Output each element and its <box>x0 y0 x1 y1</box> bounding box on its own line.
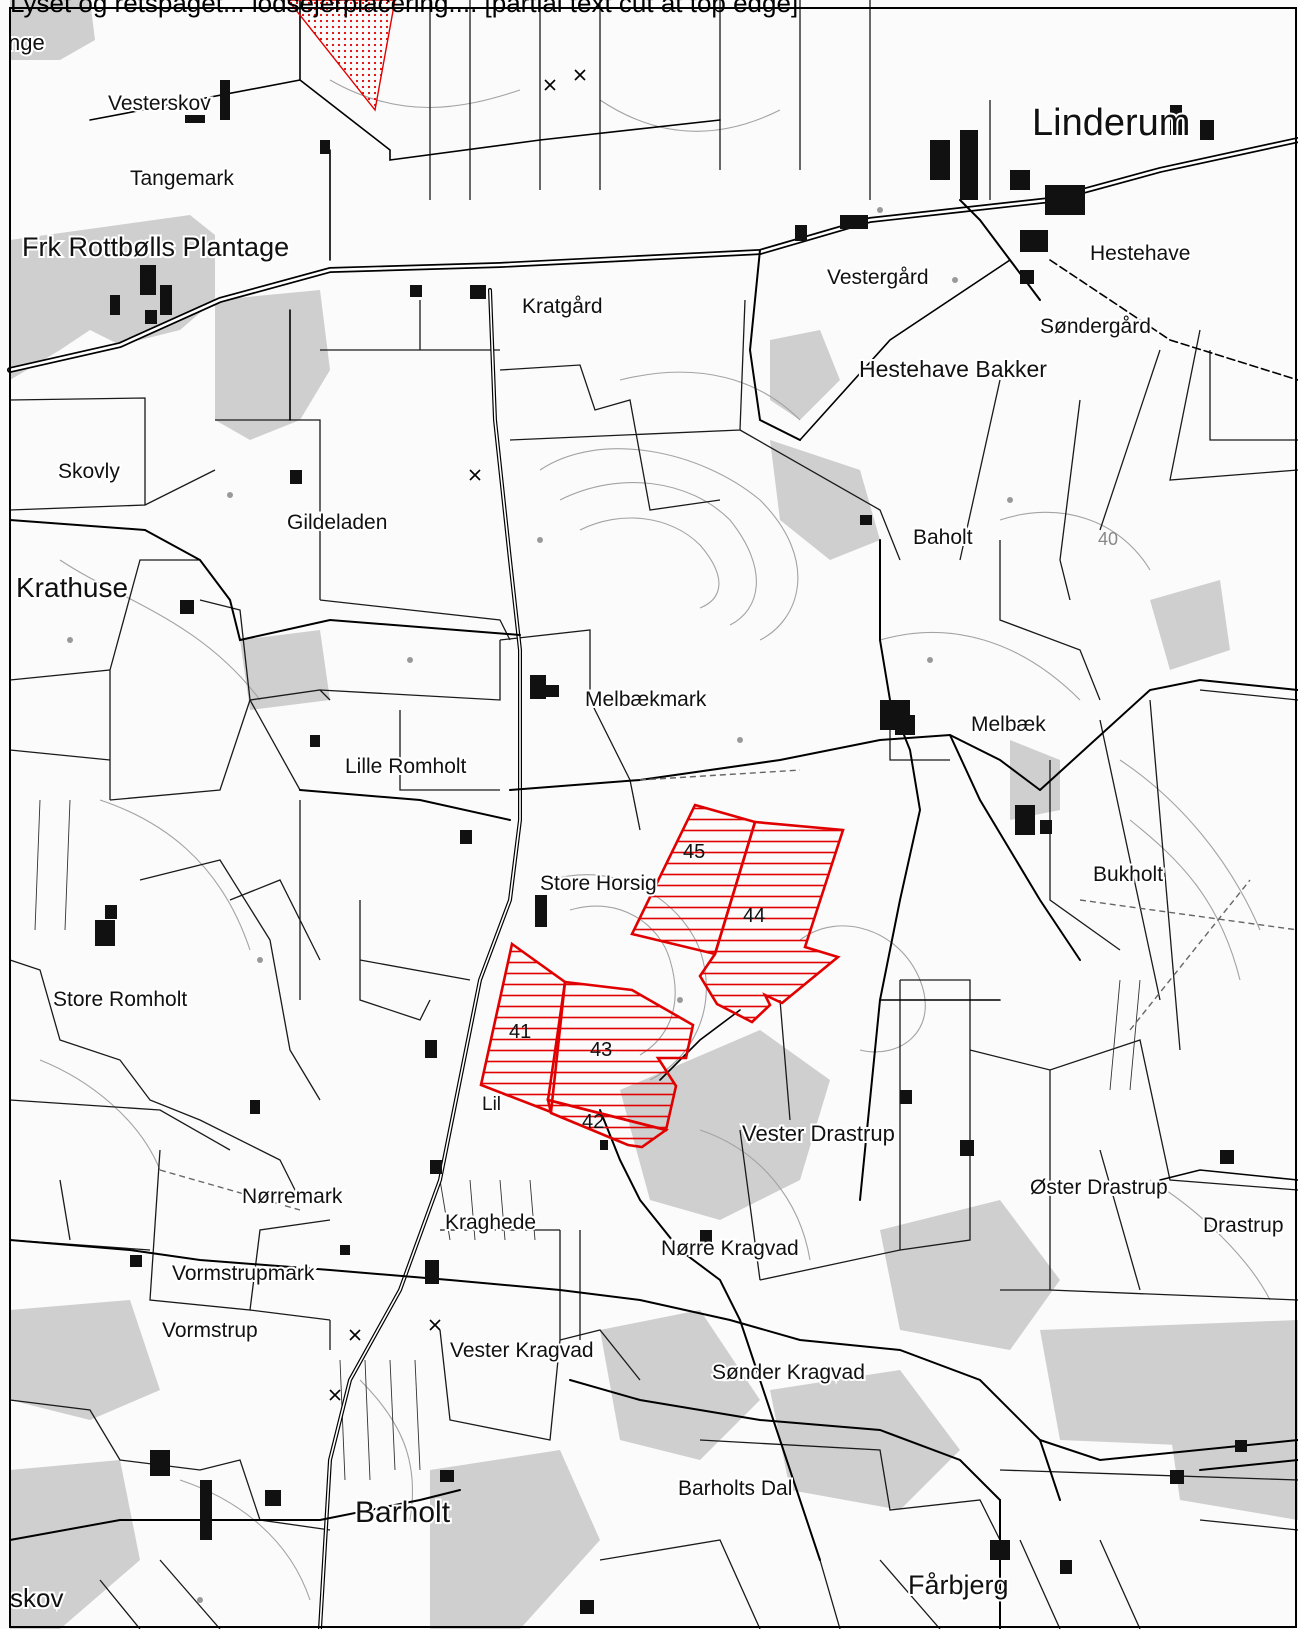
place-label-vormstrupmark: Vormstrupmark <box>172 1262 315 1285</box>
forest-area <box>770 1370 960 1510</box>
strip-field-lines <box>34 799 1141 1481</box>
place-label-skovly: Skovly <box>58 460 120 483</box>
field-boundaries <box>9 0 1298 1629</box>
place-label-bukholt: Bukholt <box>1093 863 1163 886</box>
place-label-vester-kragvad: Vester Kragvad <box>450 1339 594 1362</box>
parcel-44[interactable] <box>698 820 845 1024</box>
place-label-frk-rottbolls: Frk Rottbølls Plantage <box>22 232 289 262</box>
place-label-store-romholt: Store Romholt <box>53 988 187 1011</box>
parcel-label-41: 41 <box>509 1021 531 1043</box>
forest-area <box>620 1030 830 1220</box>
forest-area <box>1010 740 1060 820</box>
place-label-tangemark: Tangemark <box>130 167 234 190</box>
place-labels: nge Vesterskov Tangemark Linderum Frk Ro… <box>6 28 1286 1615</box>
buildings <box>95 80 1247 1614</box>
forest-areas <box>10 0 1298 1629</box>
place-label-hestehave-bakker: Hestehave Bakker <box>859 356 1047 382</box>
forest-area <box>600 1310 760 1460</box>
cross-markers <box>329 69 586 1401</box>
forest-area <box>10 1460 140 1629</box>
forest-area <box>10 1300 160 1420</box>
place-label-melbaek: Melbæk <box>971 713 1046 736</box>
parcels <box>479 803 845 1149</box>
parcel-label-43: 43 <box>590 1039 612 1061</box>
point-markers <box>67 207 1013 1603</box>
place-label-store-horsig: Store Horsig <box>540 872 657 895</box>
place-label-linderum: Linderum <box>1032 102 1190 144</box>
contour-lines <box>39 79 1271 1601</box>
north-south-road-inner <box>319 289 521 1629</box>
forest-area <box>215 290 330 440</box>
forest-area <box>880 1200 1060 1350</box>
forest-area <box>770 440 880 560</box>
forest-area <box>240 630 330 710</box>
dashed-paths <box>159 769 1298 1211</box>
place-label-nge: nge <box>8 30 45 55</box>
forest-area <box>1150 580 1230 670</box>
forest-area <box>430 1450 600 1629</box>
place-label-barholt: Barholt <box>355 1496 451 1529</box>
place-label-vestergard: Vestergård <box>827 266 929 289</box>
place-label-kratgard: Kratgård <box>522 295 603 318</box>
parcel-label-45: 45 <box>683 841 705 863</box>
place-label-sondergard: Søndergård <box>1040 315 1151 338</box>
parcel-label-42: 42 <box>582 1111 604 1133</box>
place-label-baholt: Baholt <box>913 526 973 549</box>
parcel-label-44: 44 <box>743 905 765 927</box>
place-label-krathuse: Krathuse <box>16 572 128 603</box>
place-label-sonder-kragvad: Sønder Kragvad <box>712 1361 865 1384</box>
parcel-42[interactable] <box>546 1098 670 1149</box>
place-label-norremark: Nørremark <box>242 1185 343 1208</box>
forest-area <box>770 330 840 420</box>
place-label-vester-drastrup: Vester Drastrup <box>742 1121 895 1146</box>
place-label-norre-kragvad: Nørre Kragvad <box>661 1237 799 1260</box>
place-label-gildeladen: Gildeladen <box>287 511 387 534</box>
map-header-text: Lyset og retspaget... lodsejerplacering.… <box>10 0 799 18</box>
place-label-melbaekmark: Melbækmark <box>585 688 707 711</box>
place-label-lille-partial: Lil <box>482 1094 501 1115</box>
place-label-vesterskov: Vesterskov <box>108 92 211 115</box>
place-label-lille-romholt: Lille Romholt <box>345 755 467 778</box>
place-label-hestehave: Hestehave <box>1090 242 1190 265</box>
dotted-red-area <box>287 0 396 112</box>
place-label-farbjerg: Fårbjerg <box>908 1570 1009 1600</box>
contour-height-label: 40 <box>1098 529 1118 549</box>
map-border <box>9 7 1297 1628</box>
parcel-labels: 45 44 41 43 42 <box>509 841 765 1133</box>
forest-area <box>1160 1350 1298 1520</box>
place-label-kraghede: Kraghede <box>445 1211 536 1234</box>
place-label-oster-drastrup: Øster Drastrup <box>1030 1176 1168 1199</box>
place-label-drastrup: Drastrup <box>1203 1214 1284 1237</box>
place-label-vormstrup: Vormstrup <box>162 1319 258 1342</box>
forest-area <box>10 0 95 60</box>
place-label-barholts-dal: Barholts Dal <box>678 1477 792 1500</box>
place-label-skov: skov <box>10 1583 63 1613</box>
